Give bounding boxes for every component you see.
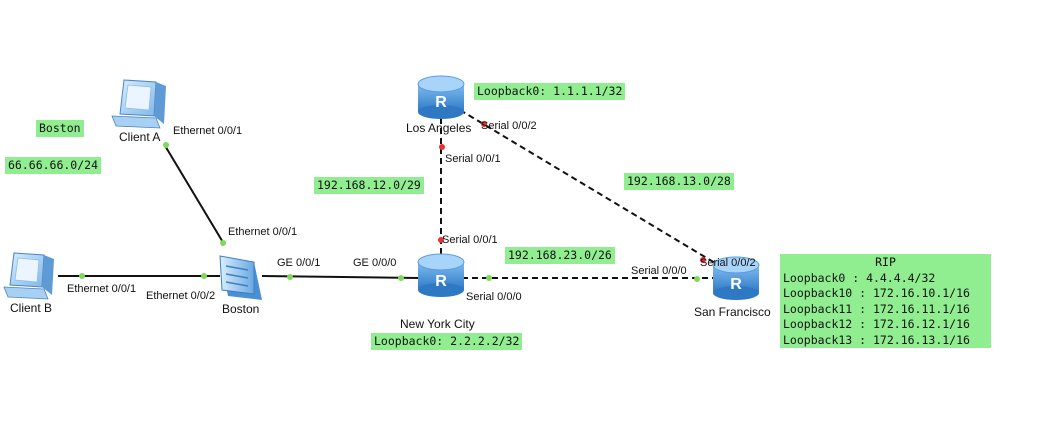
client-b-pc-icon[interactable] bbox=[3, 252, 54, 300]
interface-label: Serial 0/0/0 bbox=[466, 291, 522, 303]
interface-label: Ethernet 0/0/1 bbox=[228, 226, 298, 238]
port-dot bbox=[694, 276, 700, 282]
port-dot bbox=[220, 240, 226, 246]
interface-label: Serial 0/0/0 bbox=[631, 265, 687, 277]
port-dot bbox=[79, 273, 85, 279]
rip-line: Loopback10 : 172.16.10.1/16 bbox=[783, 286, 970, 300]
port-dot bbox=[163, 142, 169, 148]
san-francisco-router-icon[interactable]: R bbox=[712, 256, 760, 300]
interface-label: Ethernet 0/0/2 bbox=[146, 290, 216, 302]
interface-label: Ethernet 0/0/1 bbox=[67, 283, 137, 295]
rip-line: Loopback13 : 172.16.13.1/16 bbox=[783, 332, 970, 347]
svg-text:R: R bbox=[435, 94, 447, 111]
interface-label: GE 0/0/0 bbox=[353, 257, 397, 269]
los-angeles-router-icon[interactable]: R bbox=[417, 75, 465, 119]
subnet-label-13: 192.168.13.0/28 bbox=[624, 173, 734, 190]
subnet-label-23: 192.168.23.0/26 bbox=[505, 247, 615, 264]
link-clienta-boston bbox=[163, 143, 225, 245]
device-label-san-francisco: San Francisco bbox=[694, 305, 771, 319]
rip-line: Loopback0 : 4.4.4.4/32 bbox=[783, 270, 936, 285]
interface-label: Serial 0/0/1 bbox=[442, 234, 498, 246]
device-label-los-angeles: Los Angeles bbox=[406, 121, 472, 135]
rip-line: Loopback11 : 172.16.11.1/16 bbox=[783, 301, 970, 316]
loopback-label-la: Loopback0: 1.1.1.1/32 bbox=[474, 83, 626, 100]
device-label-boston: Boston bbox=[222, 302, 260, 316]
port-dot bbox=[700, 257, 706, 263]
device-label-new-york: New York City bbox=[400, 317, 475, 331]
port-dot bbox=[439, 144, 445, 150]
interface-label: Serial 0/0/1 bbox=[445, 153, 501, 165]
port-dot bbox=[398, 275, 404, 281]
device-label-client-b: Client B bbox=[10, 301, 53, 315]
rip-line: Loopback12 : 172.16.12.1/16 bbox=[783, 317, 970, 331]
boston-switch-icon[interactable] bbox=[219, 255, 262, 300]
port-dot bbox=[287, 274, 293, 280]
interface-label: Serial 0/0/2 bbox=[481, 120, 537, 132]
port-dot bbox=[438, 237, 444, 243]
port-dot bbox=[481, 121, 487, 127]
interface-label: GE 0/0/1 bbox=[277, 257, 321, 269]
link-la-sf bbox=[459, 109, 721, 267]
device-label-client-a: Client A bbox=[119, 130, 161, 144]
client-a-pc-icon[interactable] bbox=[111, 79, 166, 129]
link-boston-nyc bbox=[261, 275, 419, 279]
loopback-label-nyc: Loopback0: 2.2.2.2/32 bbox=[371, 333, 523, 350]
interface-label: Serial 0/0/2 bbox=[700, 257, 756, 269]
port-dot bbox=[486, 275, 492, 281]
rip-title: RIP bbox=[875, 255, 896, 269]
svg-text:R: R bbox=[730, 276, 742, 293]
subnet-label-12: 192.168.12.0/29 bbox=[314, 177, 424, 194]
rip-info-box: RIP Loopback0 : 4.4.4.4/32 Loopback10 : … bbox=[780, 254, 991, 348]
subnet-label-boston: 66.66.66.0/24 bbox=[5, 157, 102, 174]
interface-label: Ethernet 0/0/1 bbox=[173, 125, 243, 137]
site-label-boston: Boston bbox=[36, 120, 84, 137]
new-york-router-icon[interactable]: R bbox=[417, 253, 465, 297]
svg-text:R: R bbox=[435, 273, 447, 290]
port-dot bbox=[201, 273, 207, 279]
